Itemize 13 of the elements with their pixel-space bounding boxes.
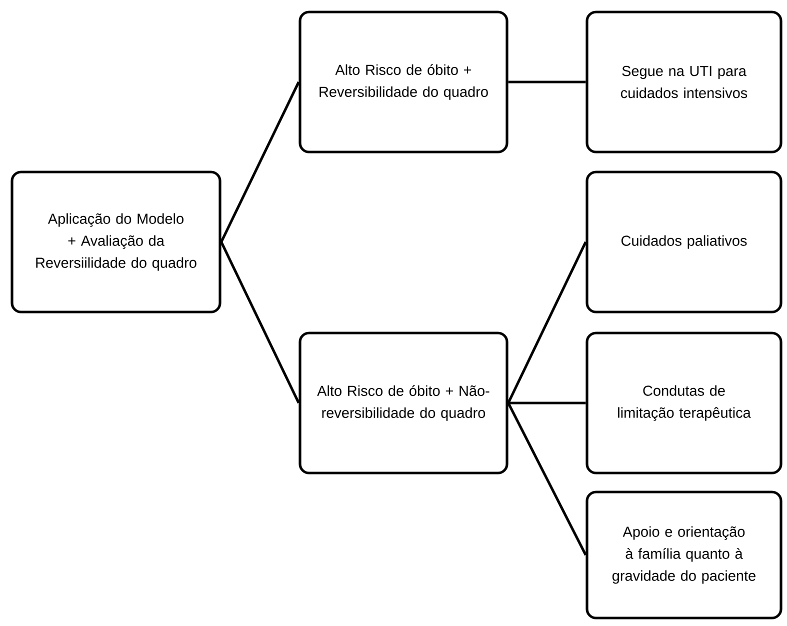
process-box: Alto Risco de óbito + Não-reversibilidade do quadro	[298, 332, 508, 474]
connector-line	[507, 241, 587, 404]
connector-line	[508, 402, 586, 404]
process-box: Segue na UTI para cuidados intensivos	[586, 10, 782, 154]
connector-line	[508, 80, 586, 84]
connector-line	[220, 241, 300, 404]
process-box: Alto Risco de óbito + Reversibilidade do quadro	[298, 10, 508, 154]
process-box: Condutas de limitação terapêutica	[586, 332, 782, 474]
process-box: Aplicação do Modelo + Avaliação da Reversiilidade do quadro	[10, 170, 222, 314]
connector-line	[507, 402, 587, 556]
process-box: Apoio e orientação à família quanto à gravidade do paciente	[586, 490, 782, 620]
process-box: Cuidados paliativos	[586, 170, 782, 314]
connector-line	[220, 81, 300, 243]
